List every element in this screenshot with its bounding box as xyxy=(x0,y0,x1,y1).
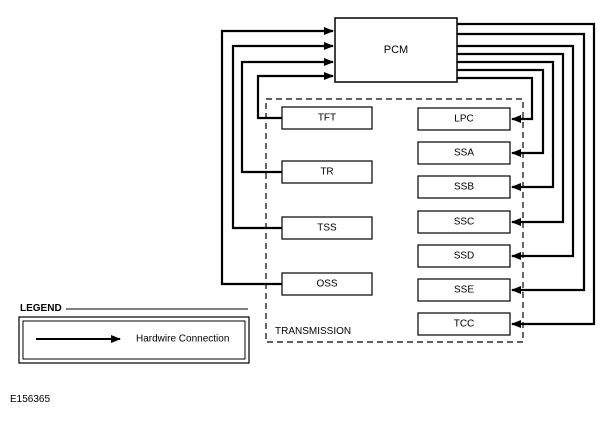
input-sensor-oss: OSS xyxy=(281,272,373,296)
input-label-tss: TSS xyxy=(317,223,337,234)
wire-pcm-to-ssa xyxy=(457,68,545,157)
input-sensor-tr: TR xyxy=(281,160,373,184)
input-label-tr: TR xyxy=(320,167,333,178)
transmission-container: TRANSMISSION xyxy=(265,98,524,343)
output-tcc: TCC xyxy=(417,312,511,336)
wire-tr-to-pcm xyxy=(240,58,334,174)
wire-pcm-to-lpc xyxy=(457,76,534,123)
pcm-label: PCM xyxy=(384,44,408,56)
output-label-tcc: TCC xyxy=(454,319,475,330)
pcm-module: PCM xyxy=(334,17,458,83)
output-label-ssd: SSD xyxy=(454,251,475,262)
output-ssa: SSA xyxy=(417,141,511,165)
wire-tft-to-pcm xyxy=(256,72,334,120)
output-label-ssa: SSA xyxy=(454,148,474,159)
wire-oss-to-pcm xyxy=(220,27,334,286)
output-label-ssc: SSC xyxy=(454,217,475,228)
wire-pcm-to-sse xyxy=(457,32,586,294)
wire-pcm-to-ssc xyxy=(457,52,565,226)
input-sensor-tss: TSS xyxy=(281,216,373,240)
transmission-label: TRANSMISSION xyxy=(275,326,351,337)
wire-pcm-to-tcc xyxy=(457,22,596,328)
output-ssd: SSD xyxy=(417,244,511,268)
output-ssc: SSC xyxy=(417,210,511,234)
legend-hardwire-label: Hardwire Connection xyxy=(136,334,229,345)
input-label-oss: OSS xyxy=(316,279,337,290)
output-label-lpc: LPC xyxy=(454,114,473,125)
wire-pcm-to-ssd xyxy=(457,44,575,260)
wire-tss-to-pcm xyxy=(231,42,334,230)
output-sse: SSE xyxy=(417,278,511,302)
output-label-sse: SSE xyxy=(454,285,474,296)
wire-pcm-to-ssb xyxy=(457,60,555,191)
legend-title: LEGEND xyxy=(20,303,62,314)
input-sensor-tft: TFT xyxy=(281,106,373,130)
legend: LEGEND Hardwire Connection xyxy=(18,303,250,364)
output-ssb: SSB xyxy=(417,175,511,199)
figure-id: E156365 xyxy=(10,394,50,405)
input-label-tft: TFT xyxy=(318,113,336,124)
output-label-ssb: SSB xyxy=(454,182,474,193)
output-lpc: LPC xyxy=(417,107,511,131)
